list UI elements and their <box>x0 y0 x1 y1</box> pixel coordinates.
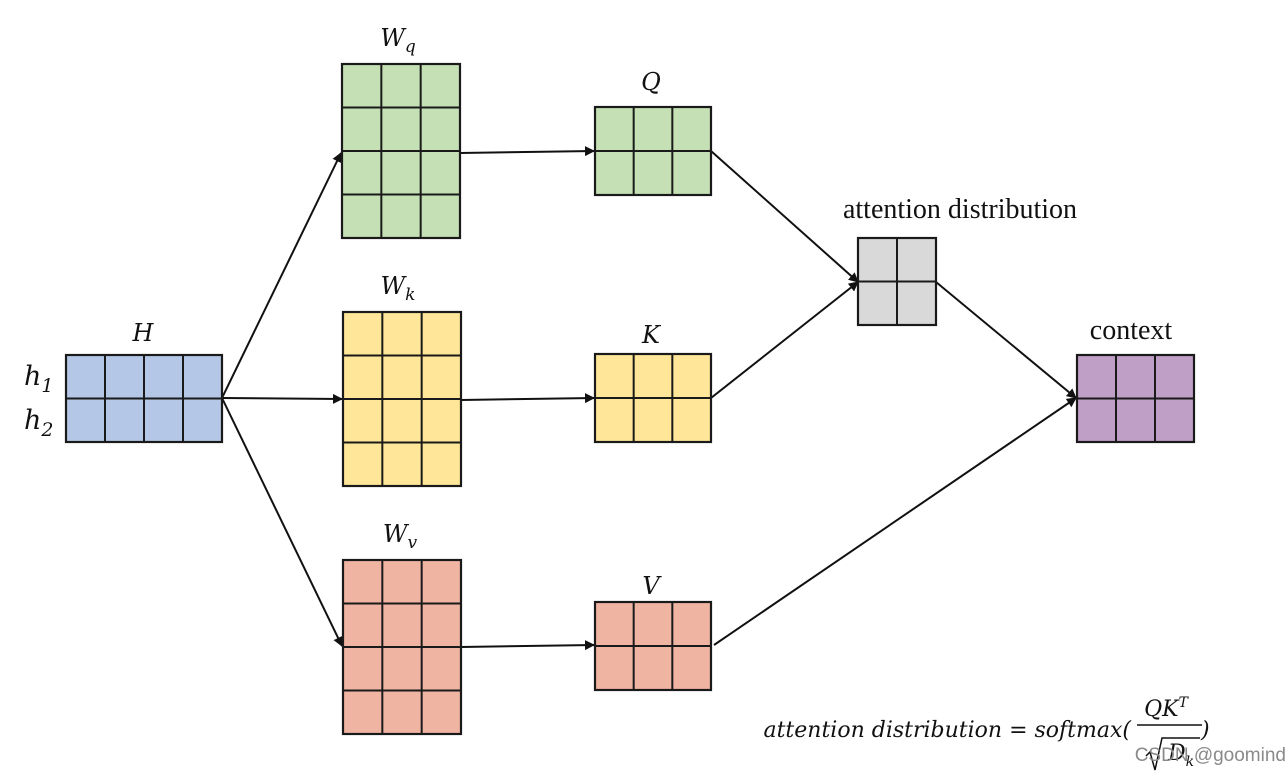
arrow-h-to-wk <box>221 393 343 404</box>
attention-formula: attention distribution = softmax( QKT Dk… <box>763 695 1210 771</box>
arrow-wv-to-v <box>460 640 595 651</box>
matrix-wv <box>341 558 463 736</box>
matrix-attention-distribution <box>856 236 938 327</box>
matrix-q <box>593 105 713 197</box>
label-wv: Wv <box>383 520 418 553</box>
matrix-context <box>1075 353 1196 444</box>
arrow-h-to-wv <box>221 397 343 647</box>
arrow-h-to-wq <box>221 152 342 399</box>
formula-lhs: attention distribution = softmax( <box>763 718 1131 743</box>
arrow-q-to-attn <box>710 150 859 283</box>
arrow-v-to-ctx <box>713 397 1077 646</box>
formula-denominator: Dk <box>1167 741 1194 770</box>
arrow-k-to-attn <box>710 281 859 399</box>
label-h: H <box>132 319 155 347</box>
label-attention-distribution: attention distribution <box>843 194 1077 225</box>
row-label-h2: h2 <box>24 405 53 441</box>
arrow-wk-to-k <box>460 393 595 404</box>
arrow-wq-to-q <box>459 146 595 157</box>
matrix-h <box>64 353 224 444</box>
matrix-k <box>593 352 713 444</box>
matrix-wk <box>341 310 463 488</box>
formula-rhs: ) <box>1200 718 1210 743</box>
label-wk: Wk <box>381 272 416 305</box>
label-v: V <box>642 572 662 600</box>
label-wq: Wq <box>380 24 416 57</box>
formula-sqrt-sign <box>1145 737 1200 771</box>
formula-numerator: QKT <box>1144 695 1189 722</box>
arrow-attn-to-ctx <box>935 281 1077 399</box>
matrix-v <box>593 600 713 692</box>
label-context: context <box>1090 315 1173 346</box>
matrix-wq <box>340 62 462 240</box>
watermark: CSDN @goomind <box>1135 745 1286 766</box>
label-q: Q <box>641 68 661 96</box>
label-k: K <box>641 321 662 349</box>
arrows <box>221 146 1077 651</box>
row-label-h1: h1 <box>24 361 53 397</box>
